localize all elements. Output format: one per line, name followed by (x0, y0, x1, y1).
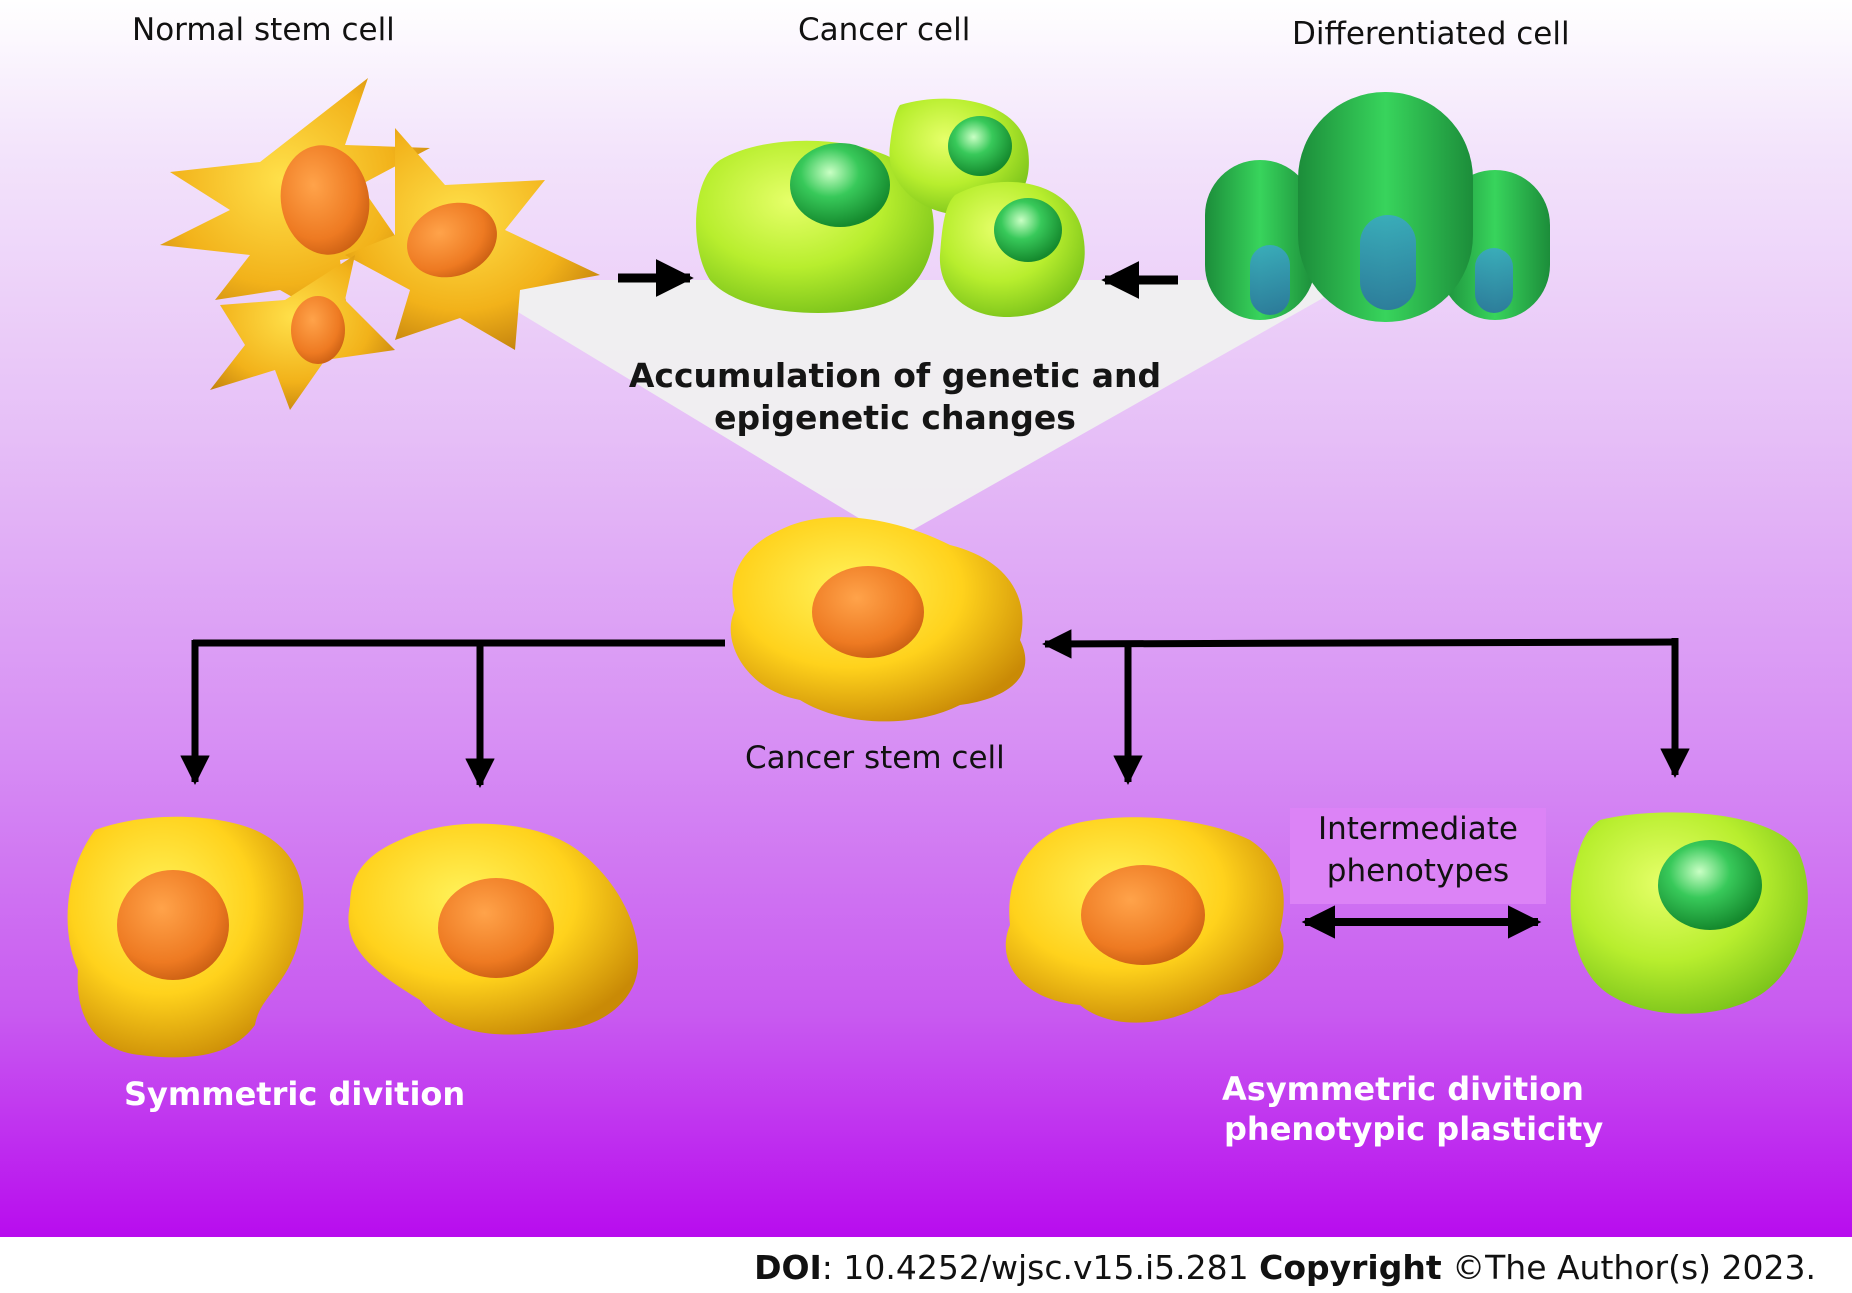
label-differentiated-cell: Differentiated cell (1292, 16, 1570, 52)
intermediate-line-2: phenotypes (1326, 853, 1510, 889)
accumulation-line-1: Accumulation of genetic and (628, 356, 1162, 395)
doi-label: DOI (754, 1248, 822, 1287)
cancer-stem-cell-icon (730, 517, 1026, 722)
label-cancer-stem-cell: Cancer stem cell (745, 740, 1005, 776)
asymmetric-cancer-cell-icon (1570, 812, 1808, 1014)
label-phenotypic-plasticity: phenotypic plasticity (1224, 1110, 1604, 1148)
accumulation-text: Accumulation of genetic and epigenetic c… (575, 355, 1215, 439)
symmetric-daughter-cell-2-icon (348, 823, 639, 1035)
citation-footer: DOI: 10.4252/wjsc.v15.i5.281 Copyright ©… (754, 1248, 1816, 1287)
accumulation-line-2: epigenetic changes (714, 398, 1076, 437)
accumulation-triangle (465, 280, 1355, 540)
label-cancer-cell: Cancer cell (798, 12, 971, 48)
symmetric-daughter-cell-1-icon (67, 816, 304, 1058)
label-normal-stem-cell: Normal stem cell (132, 12, 395, 48)
label-asymmetric-division: Asymmetric divition (1222, 1070, 1584, 1108)
doi-value: : 10.4252/wjsc.v15.i5.281 (821, 1248, 1249, 1287)
label-symmetric-division: Symmetric divition (124, 1075, 466, 1113)
differentiated-cell-icon (1205, 92, 1550, 322)
arrow-to-cancer-stem-cell (1042, 629, 1676, 659)
intermediate-phenotypes-box: Intermediate phenotypes (1290, 808, 1546, 904)
copyright-value: ©The Author(s) 2023. (1441, 1248, 1816, 1287)
cancer-cell-icon (696, 98, 1085, 318)
intermediate-line-1: Intermediate (1317, 811, 1518, 847)
diagram-canvas (67, 78, 1808, 1058)
copyright-label: Copyright (1259, 1248, 1442, 1287)
normal-stem-cell-icon (160, 78, 600, 410)
asymmetric-cancer-stem-cell-icon (1005, 817, 1284, 1023)
